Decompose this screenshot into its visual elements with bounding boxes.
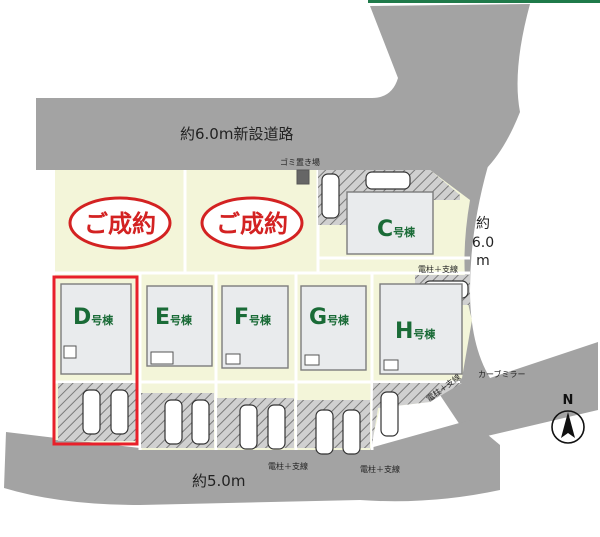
top-accent-bar [368, 0, 600, 3]
compass-label: N [563, 393, 574, 408]
lot-c-label[interactable]: C号棟 [377, 217, 416, 242]
curve-mirror-label: カーブミラー [478, 369, 526, 379]
lot-d-highlight[interactable] [52, 275, 139, 446]
sold-badge-2: ご成約 [200, 196, 304, 250]
north-compass: N [551, 393, 585, 444]
sold-badge-2-text: ご成約 [216, 210, 288, 238]
lot-d-label[interactable]: D号棟 [73, 305, 114, 330]
pole-c-label: 電柱＋支線 [418, 264, 458, 274]
lot-f-label[interactable]: F号棟 [234, 305, 272, 330]
east-road [430, 166, 598, 440]
north-road-label: 約6.0m新設道路 [180, 125, 293, 143]
compass-circle [551, 410, 585, 444]
east-road-label-2: 6.0 [472, 235, 494, 251]
east-road-label-3: m [476, 253, 490, 269]
south-road-label: 約5.0m [192, 472, 245, 490]
garbage-label: ゴミ置き場 [280, 157, 320, 167]
lot-g-label[interactable]: G号棟 [309, 305, 350, 330]
compass-arrow-icon [561, 412, 575, 438]
entry-markers [63, 169, 399, 371]
pole-south-1-label: 電柱＋支線 [268, 461, 308, 471]
east-road-label-1: 約 [476, 216, 490, 232]
sold-badge-1: ご成約 [68, 196, 172, 250]
sold-badge-1-text: ご成約 [84, 210, 156, 238]
car-icons [82, 171, 469, 455]
pole-south-2-label: 電柱＋支線 [360, 464, 400, 474]
lot-e-label[interactable]: E号棟 [155, 305, 193, 330]
south-road [4, 420, 500, 505]
north-road [36, 4, 530, 170]
lot-h-label[interactable]: H号棟 [395, 319, 436, 344]
